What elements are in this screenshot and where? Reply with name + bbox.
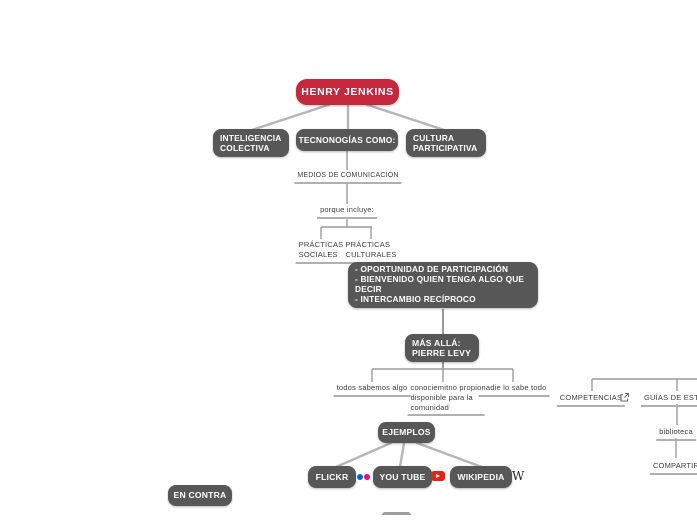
label-practicas-sociales[interactable]: PRÁCTICAS SOCIALES: [295, 240, 347, 264]
label-nadie-lo-sabe-todo[interactable]: nadie lo sabe todo: [478, 383, 550, 397]
external-link-icon[interactable]: [619, 392, 630, 403]
node-en-contra[interactable]: EN CONTRA: [168, 485, 232, 506]
label-medios-de-comunicacion[interactable]: MEDIOS DE COMUNICACIÓN: [294, 171, 402, 185]
node-henry-jenkins[interactable]: HENRY JENKINS: [296, 79, 399, 105]
label-biblioteca[interactable]: biblioteca: [656, 427, 696, 441]
node-inteligencia-colectiva[interactable]: INTELIGENCIA COLECTIVA: [213, 129, 289, 157]
label-compartir[interactable]: COMPARTIR: [649, 461, 697, 475]
node-oportunidad-participacion[interactable]: - OPORTUNIDAD DE PARTICIPACIÓN - BIENVEN…: [348, 262, 538, 308]
node-youtube[interactable]: YOU TUBE: [373, 466, 432, 488]
node-cultura-participativa[interactable]: CULTURA PARTICIPATIVA: [406, 129, 486, 157]
youtube-icon: [431, 471, 445, 481]
flickr-icon: [357, 474, 363, 480]
label-todos-sabemos-algo[interactable]: todos sabemos algo: [333, 383, 411, 397]
node-flickr[interactable]: FLICKR: [308, 466, 356, 488]
node-ejemplos[interactable]: EJEMPLOS: [378, 422, 435, 443]
label-competencias[interactable]: COMPETENCIAS: [556, 393, 626, 407]
node-wikipedia[interactable]: WIKIPEDIA: [450, 466, 512, 488]
label-porque-incluye[interactable]: porque incluye:: [317, 205, 377, 219]
flickr-icon: [364, 474, 370, 480]
label-guias-de-estrategia[interactable]: GUÍAS DE ESTRATEG: [641, 393, 697, 407]
cut-off-node[interactable]: [382, 512, 411, 515]
wikipedia-icon: W: [512, 469, 525, 483]
label-practicas-culturales[interactable]: PRÁCTICAS CULTURALES: [342, 240, 400, 264]
node-mas-alla-pierre-levy[interactable]: MÁS ALLÁ: PIERRE LEVY: [405, 334, 479, 362]
label-conocimiento-propio[interactable]: conociemitno propio disponible para la c…: [407, 383, 485, 417]
node-tecnologias-como[interactable]: TECNONOGÍAS COMO:: [296, 129, 398, 151]
